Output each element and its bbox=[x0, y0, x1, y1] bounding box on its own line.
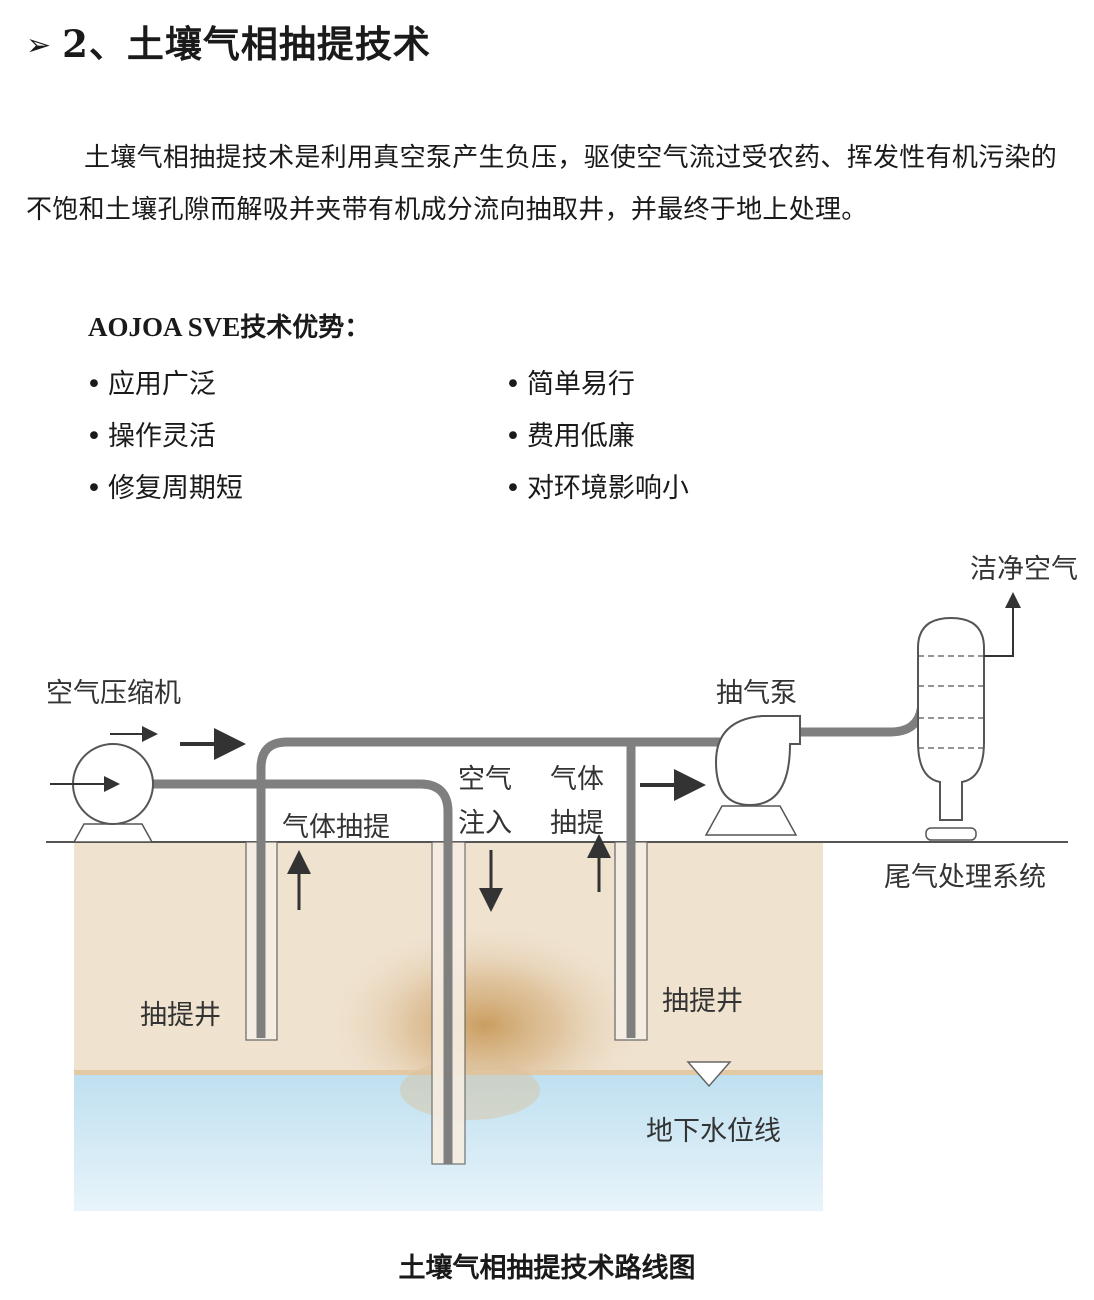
advantage-label: 应用广泛 bbox=[107, 369, 216, 400]
advantage-item: •简单易行 bbox=[505, 362, 635, 401]
advantage-item: •修复周期短 bbox=[86, 466, 243, 505]
extraction-pipe bbox=[256, 737, 720, 1038]
label-air-injection-1: 空气 bbox=[458, 764, 512, 795]
advantage-item: •应用广泛 bbox=[86, 362, 216, 401]
label-exhaust-system: 尾气处理系统 bbox=[884, 862, 1046, 893]
label-water-table: 地下水位线 bbox=[646, 1116, 781, 1147]
figure-caption: 土壤气相抽提技术路线图 bbox=[398, 1253, 696, 1284]
advantage-label: 费用低廉 bbox=[526, 421, 635, 452]
section-number: 2、 bbox=[62, 22, 127, 66]
label-gas-extraction-left: 气体抽提 bbox=[282, 812, 390, 843]
injection-pipe bbox=[150, 779, 453, 1164]
arrow-bullet-icon: ➢ bbox=[26, 28, 53, 63]
advantage-item: •对环境影响小 bbox=[505, 466, 689, 505]
advantages-heading-text: 技术优势： bbox=[240, 313, 371, 343]
advantages-heading-brand: AOJOA SVE bbox=[88, 312, 241, 342]
advantage-label: 操作灵活 bbox=[107, 421, 216, 452]
sve-process-diagram: 洁净空气 空气压缩机 抽气泵 气体抽提 空气 注入 气体 抽提 尾气处理系统 抽… bbox=[46, 554, 1078, 1211]
vacuum-pump-icon bbox=[704, 715, 801, 836]
bullet-icon: • bbox=[86, 473, 102, 504]
bullet-icon: • bbox=[86, 421, 102, 452]
bullet-icon: • bbox=[505, 473, 521, 504]
label-well-right: 抽提井 bbox=[662, 986, 743, 1017]
bullet-icon: • bbox=[505, 421, 521, 452]
bullet-icon: • bbox=[86, 369, 102, 400]
label-air-injection-2: 注入 bbox=[458, 808, 512, 839]
label-vacuum-pump: 抽气泵 bbox=[716, 678, 797, 709]
advantage-item: •操作灵活 bbox=[86, 414, 216, 453]
water-table-marker-icon bbox=[686, 1061, 732, 1088]
section-title: ➢ 2、土壤气相抽提技术 bbox=[26, 14, 431, 68]
advantage-item: •费用低廉 bbox=[505, 414, 635, 453]
advantage-label: 对环境影响小 bbox=[526, 473, 689, 504]
plume-in-water bbox=[400, 1060, 540, 1120]
advantages-heading: AOJOA SVE技术优势： bbox=[88, 307, 370, 344]
exhaust-treatment-tower-icon bbox=[917, 592, 1021, 841]
label-gas-extraction-2: 抽提 bbox=[550, 808, 604, 839]
label-gas-extraction-1: 气体 bbox=[550, 764, 604, 795]
advantage-label: 修复周期短 bbox=[107, 473, 243, 504]
label-air-compressor: 空气压缩机 bbox=[46, 678, 181, 709]
label-clean-air: 洁净空气 bbox=[970, 554, 1078, 585]
advantage-label: 简单易行 bbox=[526, 369, 635, 400]
label-well-left: 抽提井 bbox=[140, 1000, 221, 1031]
intro-paragraph: 土壤气相抽提技术是利用真空泵产生负压，驱使空气流过受农药、挥发性有机污染的不饱和… bbox=[26, 143, 1058, 225]
air-compressor-icon bbox=[50, 726, 158, 843]
section-title-text: 土壤气相抽提技术 bbox=[126, 23, 431, 66]
bullet-icon: • bbox=[505, 369, 521, 400]
